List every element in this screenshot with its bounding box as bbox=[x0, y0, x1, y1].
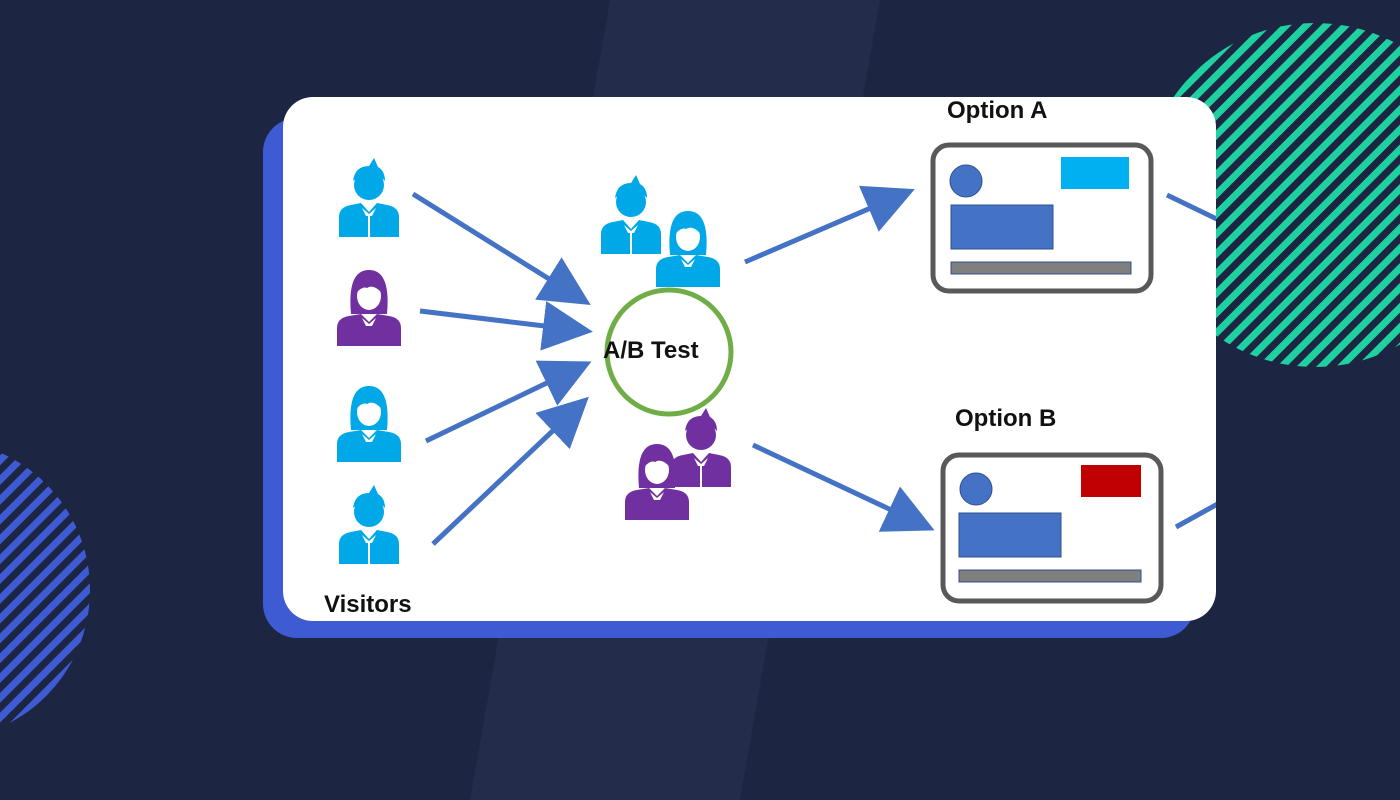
visitors-label: Visitors bbox=[324, 591, 412, 618]
arrow-visitor-2 bbox=[419, 301, 593, 351]
arrow-to-option-b bbox=[751, 442, 935, 532]
group-top-female-icon bbox=[656, 211, 720, 287]
arrow-option-b-out bbox=[1174, 502, 1216, 530]
visitor-female-icon-1 bbox=[337, 270, 401, 346]
arrow-option-a-out bbox=[1165, 192, 1216, 222]
blue-striped-circle bbox=[0, 452, 90, 728]
visitor-male-icon-1 bbox=[339, 158, 399, 237]
option-b-label: Option B bbox=[955, 405, 1057, 432]
group-bottom-male-icon bbox=[671, 408, 731, 487]
arrow-visitor-1 bbox=[411, 191, 591, 305]
ab-test-label: A/B Test bbox=[603, 337, 699, 364]
option-b-mockup bbox=[943, 455, 1161, 601]
ab-test-circle bbox=[604, 287, 734, 417]
ab-test-diagram-card: Visitors A/B Test Option A Option B bbox=[283, 97, 1216, 621]
ab-test-diagram bbox=[337, 97, 1216, 621]
visitor-female-icon-2 bbox=[337, 386, 401, 462]
arrow-to-option-a bbox=[744, 185, 915, 265]
group-top-male-icon bbox=[601, 175, 661, 254]
arrow-visitor-4 bbox=[431, 396, 589, 546]
arrow-visitor-3 bbox=[424, 360, 592, 444]
option-a-label: Option A bbox=[947, 97, 1048, 124]
visitor-male-icon-2 bbox=[339, 485, 399, 564]
option-a-mockup bbox=[933, 145, 1151, 291]
